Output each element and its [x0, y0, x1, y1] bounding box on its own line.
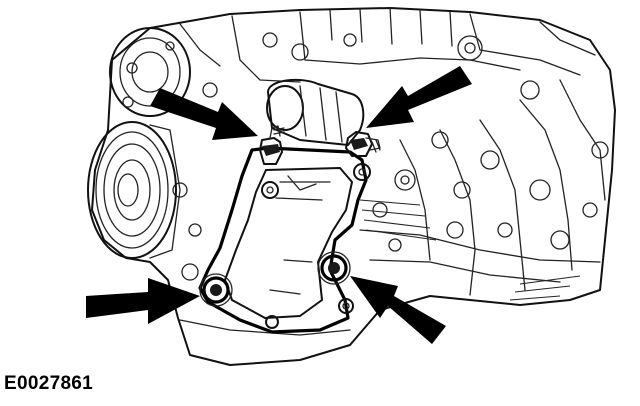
lower-left-bolt [199, 273, 233, 307]
hatched-area [359, 199, 581, 301]
lower-right-bolt [317, 251, 351, 285]
upper-left-stud [259, 125, 285, 165]
figure-id-label: E0027861 [4, 373, 94, 394]
callout-arrow-upper-left [150, 88, 258, 140]
upper-right-stud [345, 131, 381, 157]
upper-pulley [109, 27, 191, 117]
crankshaft-pulley [87, 121, 181, 259]
mounting-bracket [198, 146, 371, 334]
callout-arrow-upper-right [366, 66, 472, 128]
callout-arrow-lower-left [86, 278, 200, 324]
oil-filter [266, 78, 365, 146]
callout-arrow-lower-right [350, 276, 446, 344]
background-bosses [172, 32, 609, 281]
